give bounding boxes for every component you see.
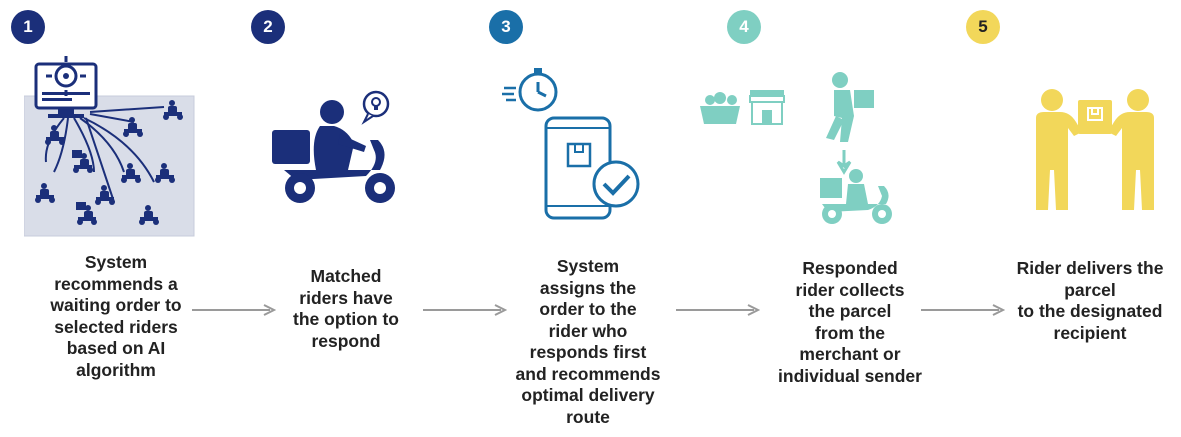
ai-dispatch-computer-icon bbox=[24, 56, 195, 237]
step-4-description: Responded rider collects the parcel from… bbox=[778, 258, 922, 386]
step-1-badge: 1 bbox=[11, 10, 45, 44]
rider-on-scooter-icon bbox=[272, 90, 395, 203]
arrow-step1-to-step2 bbox=[192, 304, 276, 316]
step-5-badge: 5 bbox=[966, 10, 1000, 44]
step-3-badge: 3 bbox=[489, 10, 523, 44]
step-2-badge: 2 bbox=[251, 10, 285, 44]
step-1-description: System recommends a waiting order to sel… bbox=[50, 252, 182, 380]
arrow-step2-to-step3 bbox=[423, 304, 507, 316]
parcel-handover-icon bbox=[1036, 89, 1154, 210]
step-5-description: Rider delivers the parcel to the designa… bbox=[1016, 258, 1164, 343]
step-3-description: System assigns the order to the rider wh… bbox=[515, 256, 661, 427]
step-2-description: Matched riders have the option to respon… bbox=[293, 266, 399, 351]
phone-order-confirmed-icon bbox=[502, 68, 640, 220]
step-4-badge: 4 bbox=[727, 10, 761, 44]
arrow-step4-to-step5 bbox=[921, 304, 1005, 316]
arrow-step3-to-step4 bbox=[676, 304, 760, 316]
rider-collects-parcel-icon bbox=[700, 72, 892, 224]
